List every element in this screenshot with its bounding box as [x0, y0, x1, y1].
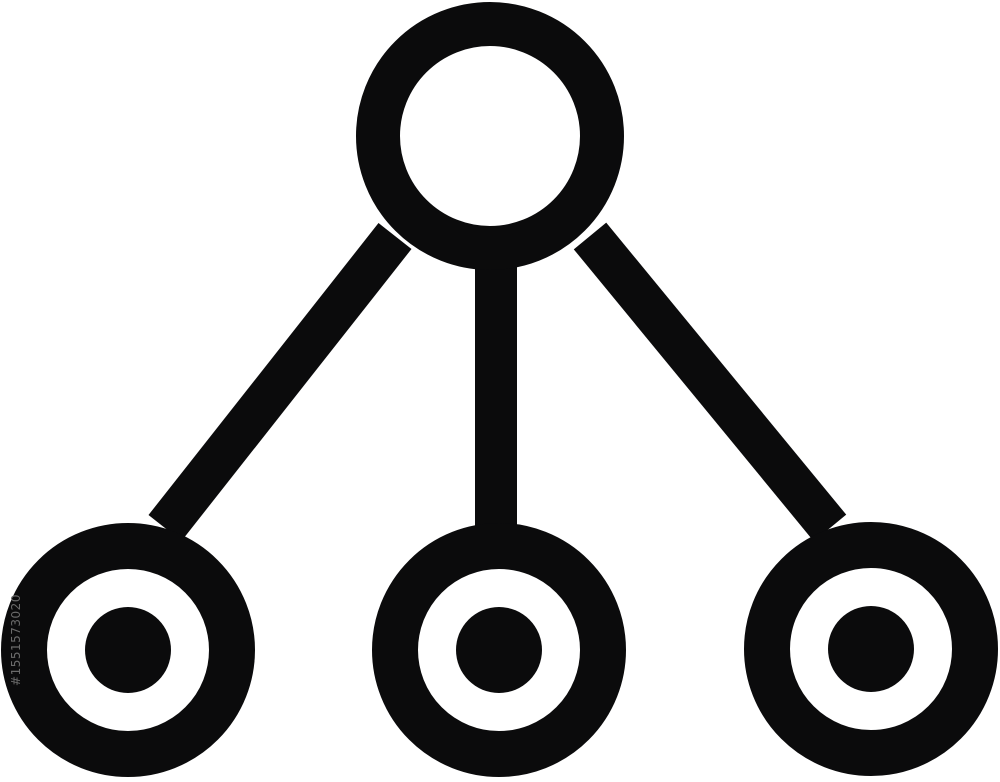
stock-id-text: #1551573020: [9, 594, 23, 686]
connector-left: [148, 223, 412, 541]
child-node-left: [1, 523, 255, 777]
parent-node-icon: [356, 2, 624, 270]
child-node-dot: [456, 607, 542, 693]
stock-id-watermark: #1551573020: [7, 540, 25, 740]
connector-right: [573, 222, 847, 542]
child-node-dot: [85, 607, 171, 693]
child-node-center: [372, 523, 626, 777]
child-node-dot: [828, 606, 914, 692]
connector-lines: [148, 222, 847, 542]
child-node-right: [744, 522, 998, 776]
